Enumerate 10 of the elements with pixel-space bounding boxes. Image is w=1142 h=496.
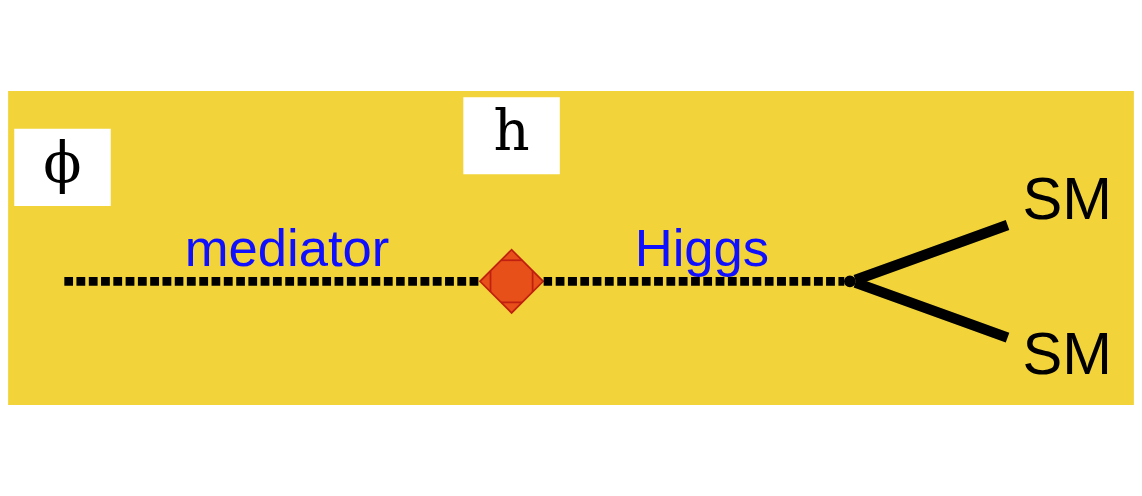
node-text: SM xyxy=(1022,319,1112,387)
connector xyxy=(543,276,845,286)
node-box: ϕ xyxy=(14,128,111,206)
node-cross xyxy=(478,248,545,315)
node-box: h xyxy=(463,97,560,175)
node-point xyxy=(844,275,856,288)
edge-label: Higgs xyxy=(634,217,770,277)
node-text: SM xyxy=(1022,165,1112,233)
edge-label: mediator xyxy=(184,217,390,277)
connector xyxy=(64,276,480,286)
